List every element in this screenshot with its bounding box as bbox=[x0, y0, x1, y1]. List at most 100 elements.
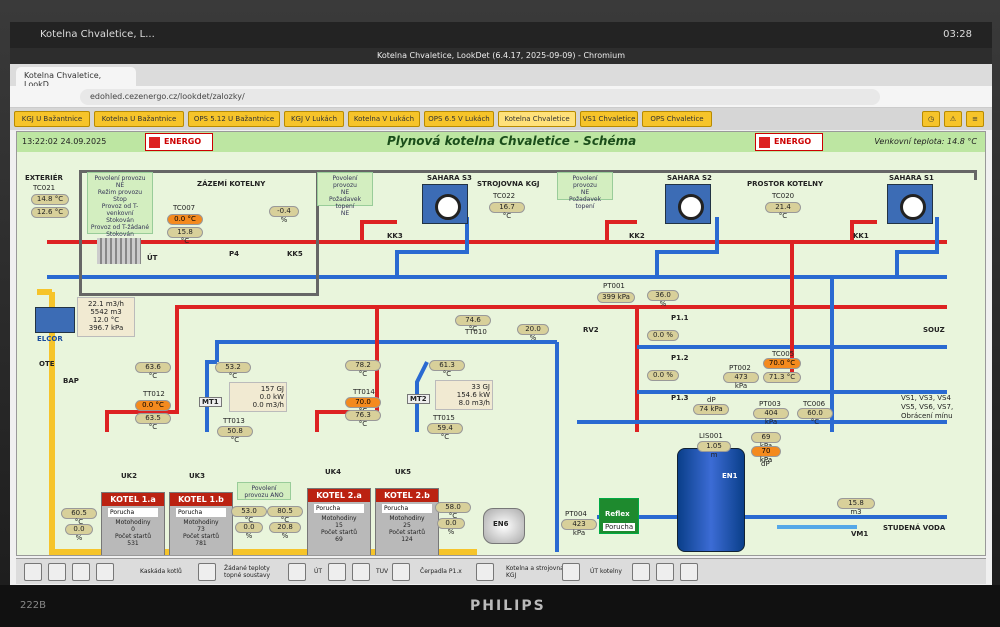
cerpadla-gear-icon[interactable] bbox=[476, 563, 494, 581]
ut-kotelny-gear-icon[interactable] bbox=[632, 563, 650, 581]
pt003-value: 404 kPa bbox=[753, 408, 789, 426]
souz-label: SOUZ bbox=[923, 326, 945, 334]
browser-tabbar: Kotelna Chvaletice, LookD bbox=[10, 64, 992, 89]
tab-kotelna-chvaletice[interactable]: Kotelna Chvaletice bbox=[498, 111, 576, 127]
en6-tank bbox=[483, 508, 525, 544]
trend-icon[interactable] bbox=[72, 563, 90, 581]
dp-label2: dP bbox=[761, 460, 770, 468]
clock-icon[interactable]: ◷ bbox=[922, 111, 940, 127]
tab-kgj-lukach[interactable]: KGJ V Lukách bbox=[284, 111, 344, 127]
vs-label1: VS1, VS3, VS4 bbox=[901, 394, 951, 402]
lis001-label: LIS001 bbox=[699, 432, 723, 440]
p12-percent: 0.0 % bbox=[647, 370, 679, 381]
outdoor-temp: Venkovní teplota: 14.8 °C bbox=[874, 137, 977, 146]
p12-label: P1.2 bbox=[671, 354, 689, 362]
tuv-button[interactable]: TUV bbox=[376, 568, 389, 575]
scheme-panel: 13:22:02 24.09.2025 ENERGO Plynová kotel… bbox=[16, 131, 986, 556]
tab-kgj-bazantnice[interactable]: KGJ U Bažantnice bbox=[14, 111, 90, 127]
boiler1-pct: 0.0 % bbox=[65, 524, 93, 542]
boiler1-temp: 60.5 °C bbox=[61, 508, 97, 526]
tc006-label: TC006 bbox=[803, 400, 826, 408]
tuv-timer-icon[interactable] bbox=[392, 563, 410, 581]
pt002-label: PT002 bbox=[729, 364, 751, 372]
kotelna-gear-icon[interactable] bbox=[562, 563, 580, 581]
cerpadla-button[interactable]: Čerpadla P1.x bbox=[420, 568, 462, 575]
mt1-label: MT1 bbox=[199, 397, 222, 407]
lis001-value: 1.05 m bbox=[697, 441, 731, 459]
kk1-label: KK1 bbox=[853, 232, 869, 240]
taskbar-app[interactable]: Kotelna Chvaletice, L... bbox=[40, 29, 155, 40]
vm1-volume: 15.8 m3 bbox=[837, 498, 875, 516]
strojovna-title: STROJOVNA KGJ bbox=[477, 180, 540, 188]
monitor-model: 222B bbox=[20, 600, 46, 611]
kaskada-button[interactable]: Kaskáda kotlů bbox=[140, 568, 182, 575]
tab-kotelna-bazantnice[interactable]: Kotelna U Bažantnice bbox=[94, 111, 184, 127]
warning-icon[interactable]: ⚠ bbox=[944, 111, 962, 127]
mt2-temp2: 61.3 °C bbox=[429, 360, 465, 378]
sahara-s3-icon[interactable] bbox=[422, 184, 468, 224]
os-taskbar: Kotelna Chvaletice, L... 03:28 bbox=[10, 22, 992, 48]
prostor-title: PROSTOR KOTELNY bbox=[747, 180, 824, 188]
tab-ops-chvaletice[interactable]: OPS Chvaletice bbox=[642, 111, 712, 127]
sahara-s2-icon[interactable] bbox=[665, 184, 711, 224]
datetime: 13:22:02 24.09.2025 bbox=[22, 137, 107, 146]
boiler2-temp: 80.5 °C bbox=[267, 506, 303, 524]
ut-timer-icon[interactable] bbox=[352, 563, 370, 581]
ut-kotelny-button[interactable]: ÚT kotelny bbox=[590, 568, 622, 575]
uk3-label: UK3 bbox=[189, 472, 205, 480]
sahara-s1-icon[interactable] bbox=[887, 184, 933, 224]
edit-icon[interactable] bbox=[48, 563, 66, 581]
tt012-value: 0.0 °C bbox=[135, 400, 171, 411]
pt004-label: PT004 bbox=[565, 510, 587, 518]
tab-kotelna-lukach[interactable]: Kotelna V Lukách bbox=[348, 111, 420, 127]
tc006-value: 60.0 °C bbox=[797, 408, 833, 426]
tab-ops-bazantnice[interactable]: OPS 5.12 U Bažantnice bbox=[188, 111, 280, 127]
pt004-value: 423 kPa bbox=[561, 519, 597, 537]
boiler2-pct: 20.8 % bbox=[269, 522, 301, 540]
elcor-icon bbox=[35, 307, 75, 333]
kaskada-gear-icon[interactable] bbox=[198, 563, 216, 581]
tc005-value: 70.0 °C bbox=[763, 358, 801, 369]
p13-label: P1.3 bbox=[671, 394, 689, 402]
tab-vs1-chvaletice[interactable]: VS1 Chvaletice bbox=[580, 111, 638, 127]
scheme-header: 13:22:02 24.09.2025 ENERGO Plynová kotel… bbox=[17, 132, 985, 152]
pt003-label: PT003 bbox=[759, 400, 781, 408]
ut-kotelny-timer-icon[interactable] bbox=[680, 563, 698, 581]
energo-logo-left: ENERGO bbox=[145, 133, 213, 151]
tt015-value: 59.4 °C bbox=[427, 423, 463, 441]
tt013-label: TT013 bbox=[223, 417, 245, 425]
tc007-value: 0.0 °C bbox=[167, 214, 203, 225]
kotelna-button[interactable]: Kotelna a strojovna KGJ bbox=[506, 565, 564, 579]
tc020-value: 21.4 °C bbox=[765, 202, 801, 220]
kk3-label: KK3 bbox=[387, 232, 403, 240]
url-input[interactable]: edohled.cezenergo.cz/lookdet/zalozky/ bbox=[80, 89, 880, 105]
browser-tab[interactable]: Kotelna Chvaletice, LookD bbox=[16, 67, 136, 89]
boiler-povoleni: Povolení provozu ANO bbox=[237, 482, 291, 500]
ut-button[interactable]: ÚT bbox=[314, 568, 323, 575]
energo-logo-right: ENERGO bbox=[755, 133, 823, 151]
mt2-label: MT2 bbox=[407, 394, 430, 404]
en1-label: EN1 bbox=[722, 472, 738, 480]
zadane-button[interactable]: Žádané teploty topné soustavy bbox=[224, 565, 271, 579]
menu-icon[interactable]: ≡ bbox=[966, 111, 984, 127]
report-icon[interactable] bbox=[96, 563, 114, 581]
zadane-gear-icon[interactable] bbox=[288, 563, 306, 581]
tc020-label: TC020 bbox=[772, 192, 795, 200]
alarm-icon[interactable] bbox=[24, 563, 42, 581]
studena-voda-label: STUDENÁ VODA bbox=[883, 524, 946, 532]
tc005-value2: 71.3 °C bbox=[763, 372, 801, 383]
tab-ops-lukach[interactable]: OPS 6.5 V Lukách bbox=[424, 111, 494, 127]
ut-chart-icon[interactable] bbox=[328, 563, 346, 581]
vs-label2: VS5, VS6, VS7, bbox=[901, 403, 954, 411]
ut-kotelny-chart-icon[interactable] bbox=[656, 563, 674, 581]
tc005-label: TC005 bbox=[772, 350, 795, 358]
radiator-icon bbox=[97, 238, 141, 264]
tc021-value2: 12.6 °C bbox=[31, 207, 69, 218]
